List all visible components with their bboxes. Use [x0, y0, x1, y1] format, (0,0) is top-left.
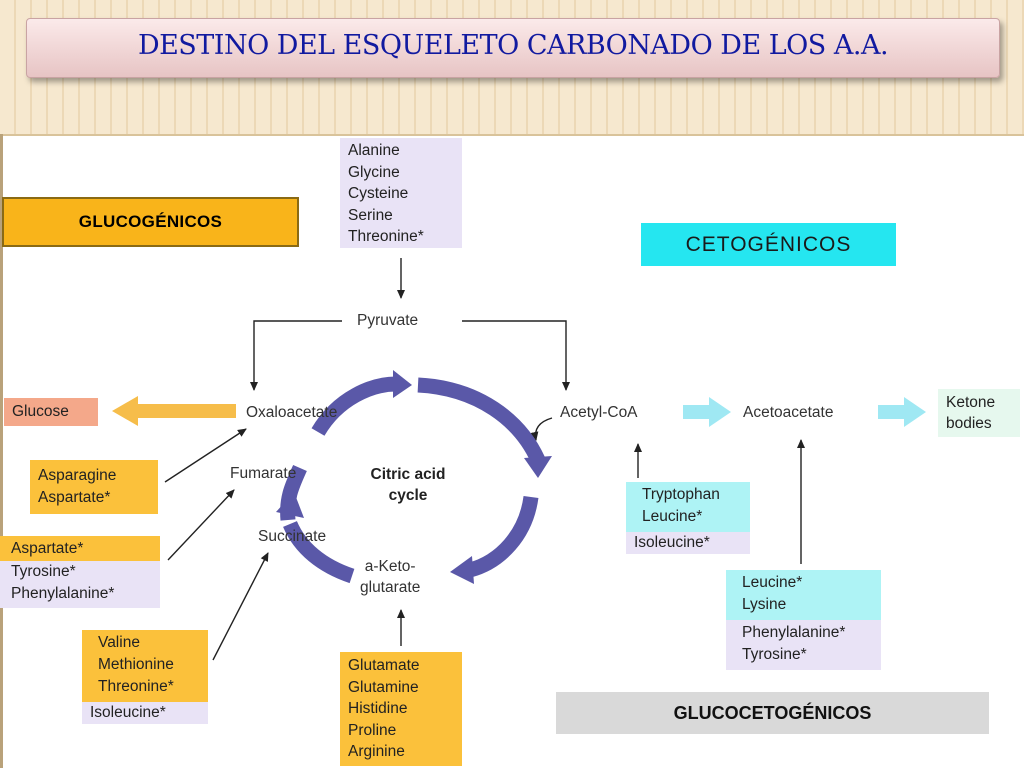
node-ketone-bodies: Ketone bodies [938, 389, 1020, 437]
group-to-acetoacetate: Leucine* Lysine Phenylalanine* Tyrosine* [726, 570, 881, 670]
node-acetoacetate: Acetoacetate [743, 404, 834, 421]
amino-acid-item: Tyrosine* [742, 646, 807, 663]
arrow-asparagine-to-oxaloacetate [164, 428, 247, 483]
arrow-acetylcoa-to-acetoacetate [683, 397, 731, 427]
ketone-line2: bodies [946, 415, 992, 432]
arrow-acetylcoa-curve [530, 417, 553, 441]
amino-acid-item: Lysine [742, 596, 787, 613]
left-border [0, 134, 3, 768]
arrow-oxaloacetate-to-glucose [112, 396, 236, 426]
node-akg-line1: a-Keto- [364, 558, 416, 575]
arrow-aspartate-to-fumarate [167, 489, 235, 561]
amino-acid-item: Aspartate* [38, 488, 111, 506]
amino-acid-item: Threonine* [98, 678, 174, 695]
amino-acid-item: Arginine [348, 743, 405, 761]
amino-acid-item: Tyrosine* [11, 563, 76, 580]
amino-acid-item: Phenylalanine* [742, 624, 846, 641]
arrow-acetoacetate-to-ketones [878, 397, 926, 427]
node-fumarate: Fumarate [230, 465, 297, 482]
cycle-arrowhead-top [393, 370, 412, 398]
amino-acid-item: Alanine [348, 142, 400, 159]
label-glucocetogenicos: GLUCOCETOGÉNICOS [556, 692, 989, 734]
cycle-line2: cycle [388, 487, 428, 504]
group-to-akg: Glutamate Glutamine Histidine Proline Ar… [340, 652, 462, 766]
amino-acid-item: Leucine* [742, 574, 803, 591]
node-alpha-ketoglutarate: a-Keto- glutarate [360, 556, 420, 598]
cycle-arrow-bottomleft [283, 520, 355, 584]
amino-acid-item: Glutamate [348, 657, 420, 674]
cycle-arrow-right [417, 377, 545, 464]
node-akg-line2: glutarate [360, 579, 421, 596]
amino-acid-item: Isoleucine* [626, 532, 750, 554]
amino-acid-item: Serine [348, 206, 393, 224]
amino-acid-item: Asparagine [38, 467, 117, 484]
amino-acid-item: Valine [98, 634, 140, 651]
amino-acid-item: Leucine* [642, 508, 703, 525]
amino-acid-item: Cysteine [348, 185, 409, 203]
amino-acid-item: Proline [348, 721, 397, 739]
group-to-succinate: Valine Methionine Threonine* Isoleucine* [82, 630, 208, 724]
label-citric-acid-cycle: Citric acid cycle [352, 464, 464, 506]
node-acetyl-coa: Acetyl-CoA [560, 404, 638, 421]
group-to-fumarate: Aspartate* Tyrosine* Phenylalanine* [0, 536, 160, 608]
node-pyruvate: Pyruvate [357, 312, 419, 329]
amino-acid-item: Threonine* [348, 228, 424, 246]
amino-acid-item: Isoleucine* [82, 702, 208, 724]
cycle-arrowhead-left [276, 492, 304, 518]
label-cetogenicos: CETOGÉNICOS [641, 223, 896, 266]
group-to-oxaloacetate: Asparagine Aspartate* [30, 460, 158, 514]
group-to-acetyl-coa: Tryptophan Leucine* Isoleucine* [626, 482, 750, 554]
cycle-arrowhead-bottomright [450, 556, 474, 584]
cycle-arrow-bottomright [467, 495, 539, 578]
arrow-pyruvate-to-oxaloacetate [250, 320, 342, 391]
amino-acid-item: Histidine [348, 700, 408, 718]
label-glucogenicos: GLUCOGÉNICOS [2, 197, 299, 247]
arrow-pyruvate-to-acetylcoa [462, 320, 570, 391]
amino-acid-item: Aspartate* [0, 536, 160, 561]
slide-title: DESTINO DEL ESQUELETO CARBONADO DE LOS A… [137, 30, 889, 61]
amino-acid-item: Phenylalanine* [11, 585, 115, 602]
title-box: DESTINO DEL ESQUELETO CARBONADO DE LOS A… [26, 18, 1000, 78]
arrow-valine-to-succinate [212, 552, 269, 661]
cycle-arrowhead-right [524, 456, 552, 478]
node-succinate: Succinate [258, 528, 327, 545]
amino-acid-item: Glycine [348, 163, 400, 181]
cycle-arrow-top [311, 376, 397, 437]
amino-acid-item: Tryptophan [642, 486, 720, 503]
amino-acid-item: Methionine [98, 656, 174, 673]
amino-acid-item: Glutamine [348, 678, 419, 696]
ketone-line1: Ketone [946, 394, 996, 411]
node-glucose: Glucose [4, 398, 98, 426]
cycle-line1: Citric acid [370, 466, 446, 483]
cycle-arrow-left [280, 464, 307, 521]
node-oxaloacetate: Oxaloacetate [246, 404, 338, 421]
group-to-pyruvate: Alanine Glycine Cysteine Serine Threonin… [340, 138, 462, 248]
node-glucose-label: Glucose [12, 403, 69, 420]
